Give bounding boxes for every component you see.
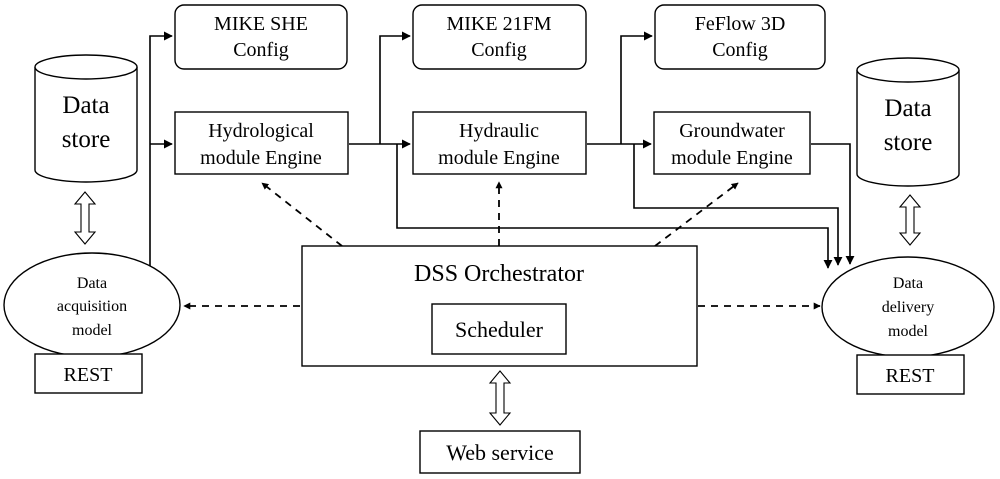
right-data-store-line2: store <box>884 129 933 156</box>
right-store-delivery-double-arrow <box>898 194 922 246</box>
mike-she-config-box: MIKE SHE Config <box>174 4 348 70</box>
left-data-store-line1: Data <box>62 92 109 119</box>
hydrological-engine-line2: module Engine <box>200 147 322 169</box>
groundwater-engine-line2: module Engine <box>671 147 793 169</box>
left-data-store-cylinder: Data store <box>34 54 138 183</box>
right-data-store-cylinder: Data store <box>856 57 960 187</box>
left-store-acquisition-double-arrow <box>73 191 97 245</box>
hydraulic-output2-to-delivery-connector <box>633 144 843 266</box>
left-data-store-line2: store <box>62 126 111 153</box>
data-acquisition-model-ellipse: Data acquisition model <box>3 252 181 358</box>
groundwater-output-to-delivery-connector <box>811 143 855 265</box>
mike-21fm-config-line1: MIKE 21FM <box>446 13 551 35</box>
orchestrator-to-groundwater-dashed-arrow <box>654 182 739 247</box>
hydraulic-to-feflow-connector <box>620 31 653 144</box>
orchestrator-title: DSS Orchestrator <box>414 261 584 287</box>
right-rest-label: REST <box>886 365 935 387</box>
mike-21fm-config-line2: Config <box>471 39 527 61</box>
delivery-line2: delivery <box>882 299 934 316</box>
mike-she-config-line1: MIKE SHE <box>214 13 308 35</box>
feflow-config-line1: FeFlow 3D <box>695 13 786 35</box>
acquisition-line1: Data <box>77 275 107 292</box>
connectors <box>149 31 855 310</box>
groundwater-engine-box: Groundwater module Engine <box>653 111 811 175</box>
left-rest-box: REST <box>34 353 143 394</box>
delivery-line1: Data <box>893 275 923 292</box>
groundwater-engine-line1: Groundwater <box>679 120 785 142</box>
hydraulic-engine-box: Hydraulic module Engine <box>412 111 587 175</box>
orchestrator-to-hydrological-dashed-arrow <box>261 182 343 247</box>
bidirectional-arrows <box>73 191 922 426</box>
mike-21fm-config-box: MIKE 21FM Config <box>412 4 587 70</box>
orchestrator-webservice-double-arrow <box>488 370 512 426</box>
hydrological-to-mike-21fm-connector <box>379 31 411 144</box>
hydraulic-engine-line2: module Engine <box>438 147 560 169</box>
left-rest-label: REST <box>64 364 113 386</box>
delivery-line3: model <box>888 323 929 340</box>
feflow-config-box: FeFlow 3D Config <box>654 4 826 70</box>
hydraulic-engine-line1: Hydraulic <box>459 120 539 142</box>
data-delivery-model-ellipse: Data delivery model <box>821 256 995 358</box>
mike-she-config-line2: Config <box>233 39 289 61</box>
web-service-label: Web service <box>446 440 554 465</box>
web-service-box: Web service <box>419 430 581 474</box>
scheduler-box: Scheduler <box>431 303 567 355</box>
acquisition-to-mike-she-connector <box>149 31 173 268</box>
acquisition-line2: acquisition <box>57 298 127 315</box>
right-data-store-line1: Data <box>884 95 931 122</box>
hydraulic-output-to-delivery-connector <box>396 144 833 269</box>
hydrological-engine-box: Hydrological module Engine <box>174 111 349 175</box>
scheduler-label: Scheduler <box>455 317 544 342</box>
hydrological-engine-line1: Hydrological <box>208 120 314 142</box>
right-rest-box: REST <box>856 354 965 395</box>
acquisition-line3: model <box>72 322 113 339</box>
feflow-config-line2: Config <box>712 39 768 61</box>
